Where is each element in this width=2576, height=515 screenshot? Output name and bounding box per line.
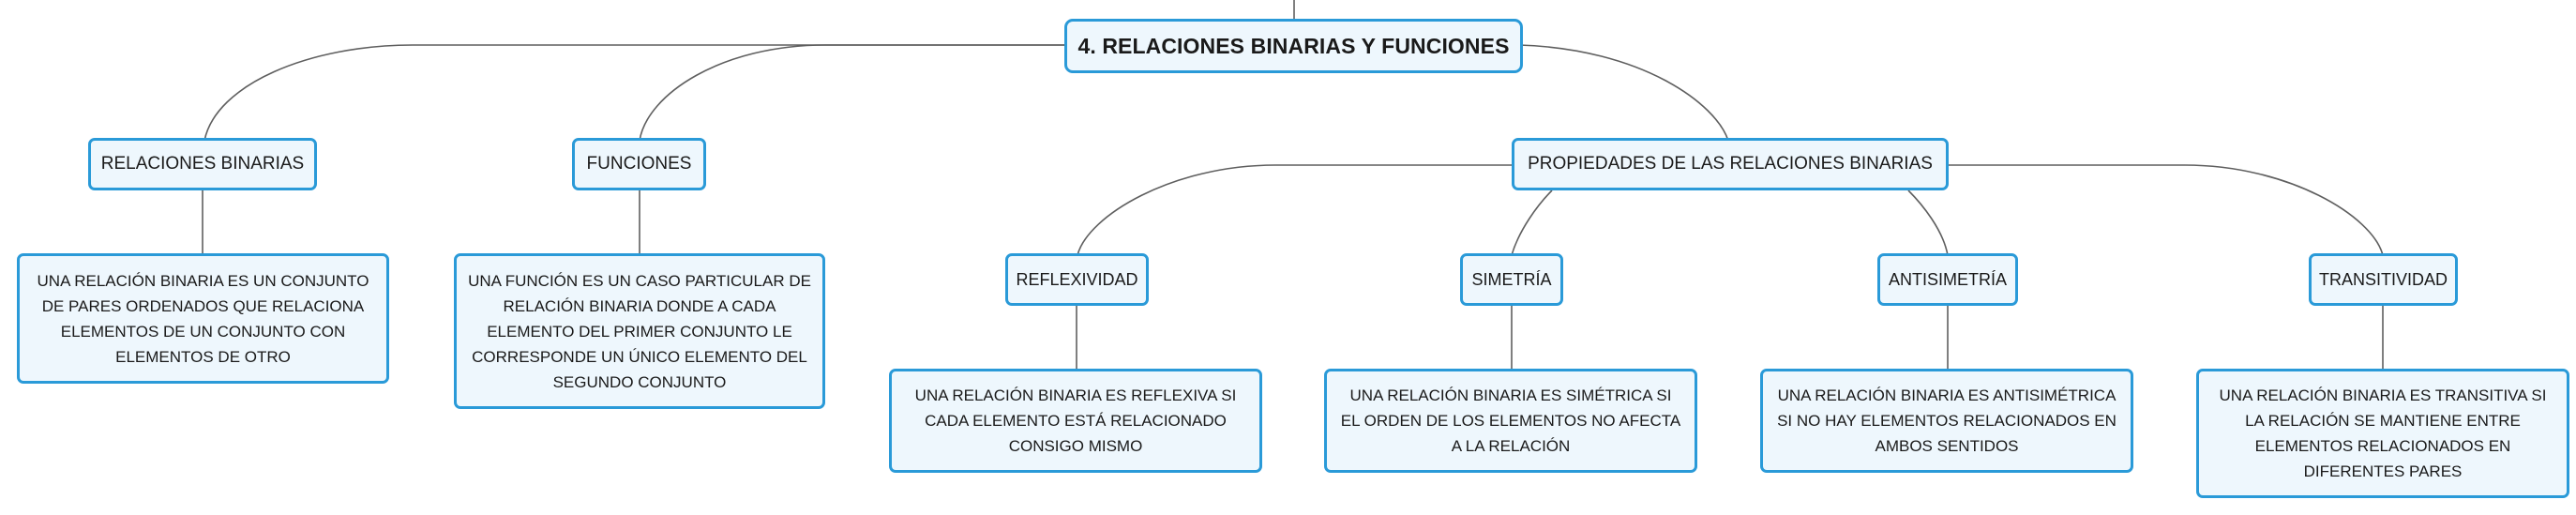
property-antisimetria[interactable]: ANTISIMETRÍA xyxy=(1877,253,2018,306)
description-relaciones-binarias[interactable]: UNA RELACIÓN BINARIA ES UN CONJUNTO DE P… xyxy=(17,253,389,384)
description-reflexividad[interactable]: UNA RELACIÓN BINARIA ES REFLEXIVA SI CAD… xyxy=(889,369,1262,473)
description-transitividad[interactable]: UNA RELACIÓN BINARIA ES TRANSITIVA SI LA… xyxy=(2196,369,2569,498)
property-reflexividad[interactable]: REFLEXIVIDAD xyxy=(1005,253,1149,306)
description-reflexividad-text: UNA RELACIÓN BINARIA ES REFLEXIVA SI CAD… xyxy=(914,386,1237,455)
property-transitividad[interactable]: TRANSITIVIDAD xyxy=(2309,253,2458,306)
topic-relaciones-binarias[interactable]: RELACIONES BINARIAS xyxy=(88,138,317,190)
connector-prop-reflexividad xyxy=(1077,164,1514,256)
description-simetria[interactable]: UNA RELACIÓN BINARIA ES SIMÉTRICA SI EL … xyxy=(1324,369,1697,473)
description-antisimetria-text: UNA RELACIÓN BINARIA ES ANTISIMÉTRICA SI… xyxy=(1777,386,2117,455)
property-simetria[interactable]: SIMETRÍA xyxy=(1460,253,1563,306)
root-node[interactable]: 4. RELACIONES BINARIAS Y FUNCIONES xyxy=(1064,19,1523,73)
connector-root-funciones xyxy=(639,44,1064,142)
connector-root-propiedades xyxy=(1518,44,1729,142)
topic-relaciones-binarias-label: RELACIONES BINARIAS xyxy=(100,154,305,174)
connector-prop-transitividad xyxy=(1946,164,2384,256)
topic-propiedades[interactable]: PROPIEDADES DE LAS RELACIONES BINARIAS xyxy=(1512,138,1949,190)
connector-prop-simetria xyxy=(1511,189,1553,256)
connector-root-relaciones xyxy=(203,44,1064,142)
connector-prop-antisimetria xyxy=(1907,189,1949,256)
property-antisimetria-label: ANTISIMETRÍA xyxy=(1888,269,2007,289)
description-transitividad-text: UNA RELACIÓN BINARIA ES TRANSITIVA SI LA… xyxy=(2219,386,2547,480)
description-relaciones-binarias-text: UNA RELACIÓN BINARIA ES UN CONJUNTO DE P… xyxy=(37,271,369,366)
description-antisimetria[interactable]: UNA RELACIÓN BINARIA ES ANTISIMÉTRICA SI… xyxy=(1760,369,2133,473)
description-simetria-text: UNA RELACIÓN BINARIA ES SIMÉTRICA SI EL … xyxy=(1340,386,1681,455)
topic-funciones-label: FUNCIONES xyxy=(586,154,692,174)
topic-funciones[interactable]: FUNCIONES xyxy=(572,138,706,190)
property-reflexividad-label: REFLEXIVIDAD xyxy=(1016,269,1138,289)
property-transitividad-label: TRANSITIVIDAD xyxy=(2318,269,2448,289)
description-funciones[interactable]: UNA FUNCIÓN ES UN CASO PARTICULAR DE REL… xyxy=(454,253,825,409)
description-funciones-text: UNA FUNCIÓN ES UN CASO PARTICULAR DE REL… xyxy=(468,271,811,391)
topic-propiedades-label: PROPIEDADES DE LAS RELACIONES BINARIAS xyxy=(1528,154,1933,174)
property-simetria-label: SIMETRÍA xyxy=(1471,269,1552,289)
root-label: 4. RELACIONES BINARIAS Y FUNCIONES xyxy=(1077,33,1510,58)
